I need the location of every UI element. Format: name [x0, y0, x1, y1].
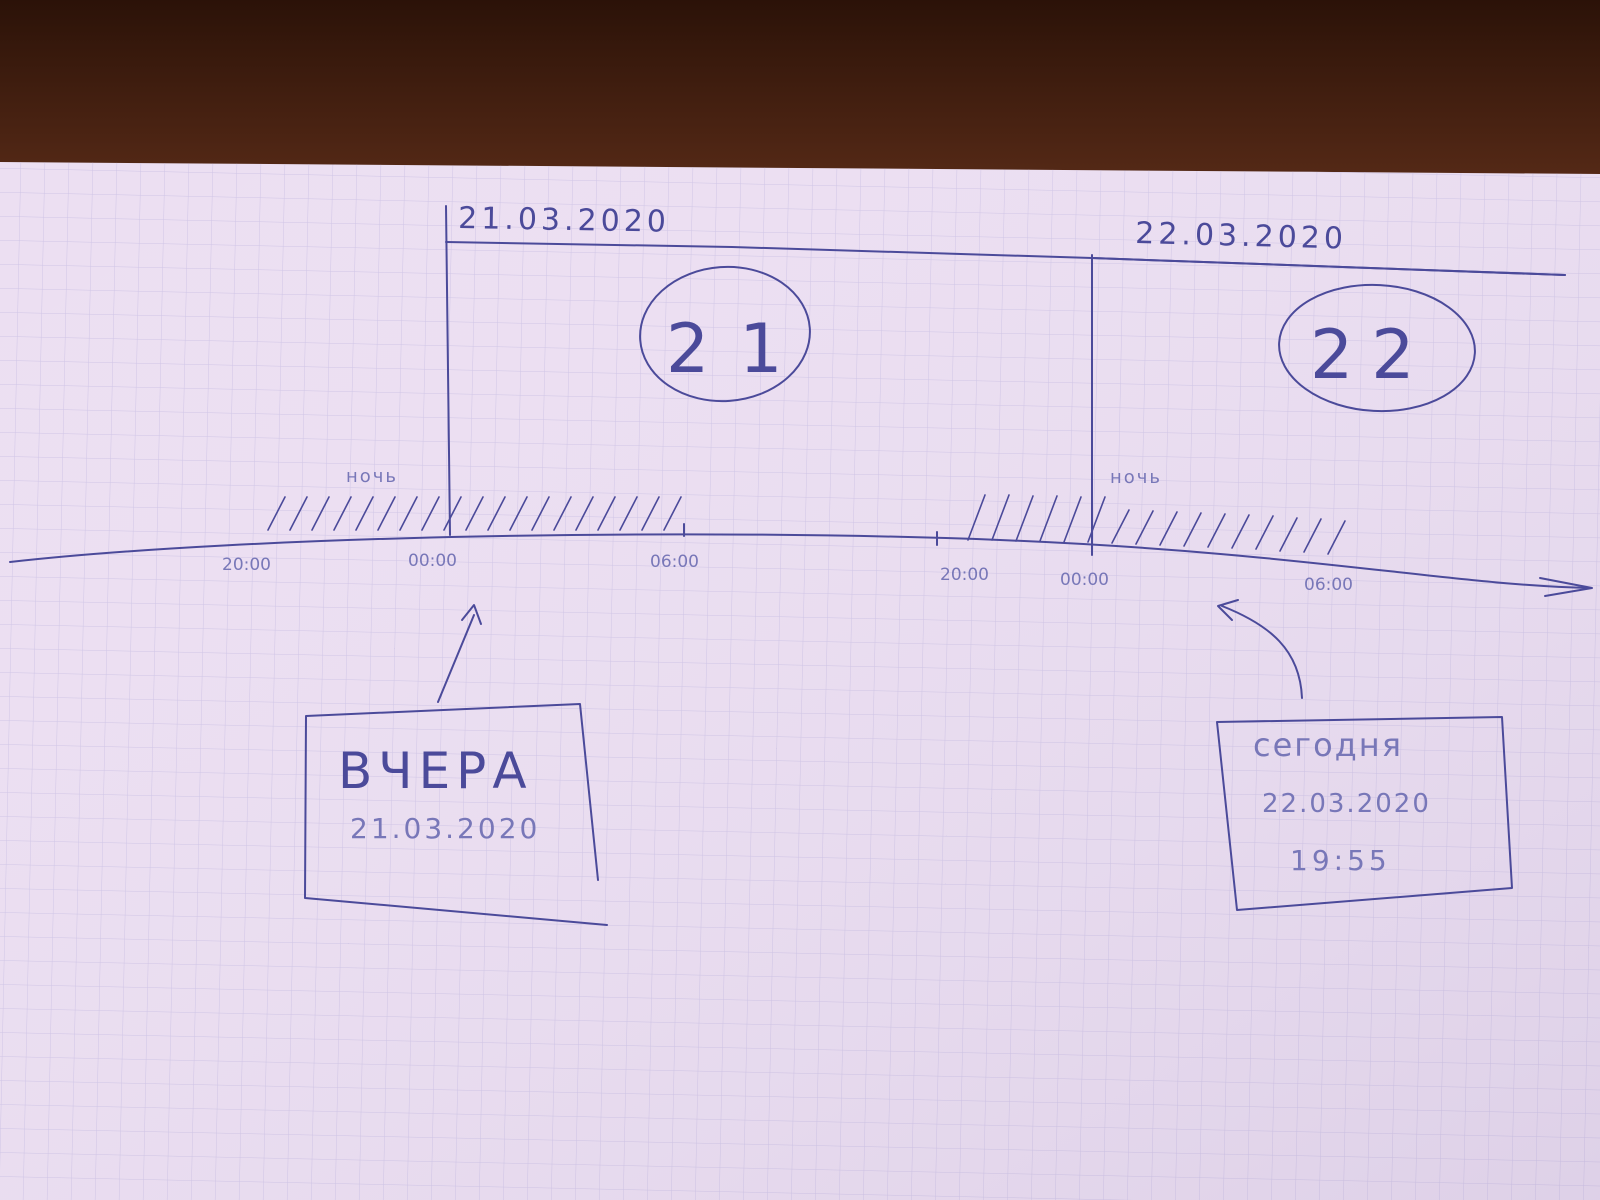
shade-label-22: ночь: [1110, 467, 1162, 488]
circle-label-22: 22: [1310, 316, 1433, 395]
night-hatching-22: [967, 494, 1346, 555]
day-separator-21: [445, 205, 451, 536]
arrow-yesterday-head: [461, 604, 482, 625]
arrow-today-head: [1217, 599, 1239, 621]
time-tick-label: 06:00: [650, 552, 699, 572]
time-tick-label: 06:00: [1304, 575, 1353, 595]
date-header-22: 22.03.2020: [1135, 216, 1348, 257]
arrow-yesterday: [437, 614, 475, 703]
today-time: 19:55: [1290, 844, 1391, 877]
yesterday-date: 21.03.2020: [350, 812, 540, 845]
time-tick-label: 20:00: [940, 565, 989, 585]
night-hatching-21: [267, 496, 682, 531]
yesterday-box: [304, 703, 608, 926]
yesterday-title: ВЧЕРА: [338, 742, 533, 800]
date-header-line-22: [1091, 257, 1566, 276]
circle-label-21: 21: [666, 310, 813, 389]
today-title: сегодня: [1253, 726, 1403, 764]
circle-21: [639, 265, 811, 403]
circle-22: [1278, 283, 1476, 413]
axis-arrowhead: [1539, 577, 1593, 597]
today-date: 22.03.2020: [1262, 789, 1431, 819]
arrow-today: [1221, 605, 1303, 699]
time-tick-label: 20:00: [222, 555, 271, 575]
time-tick-labels: 20:00 00:00 06:00 20:00 00:00 06:00: [222, 551, 1353, 595]
time-axis: [9, 533, 1591, 589]
date-header-21: 21.03.2020: [458, 201, 670, 240]
today-box: [1216, 716, 1513, 911]
paper-sheet: [0, 162, 1600, 1200]
time-tick-label: 00:00: [1060, 570, 1109, 590]
shade-label-21: ночь: [346, 466, 398, 487]
time-tick-label: 00:00: [408, 551, 457, 571]
